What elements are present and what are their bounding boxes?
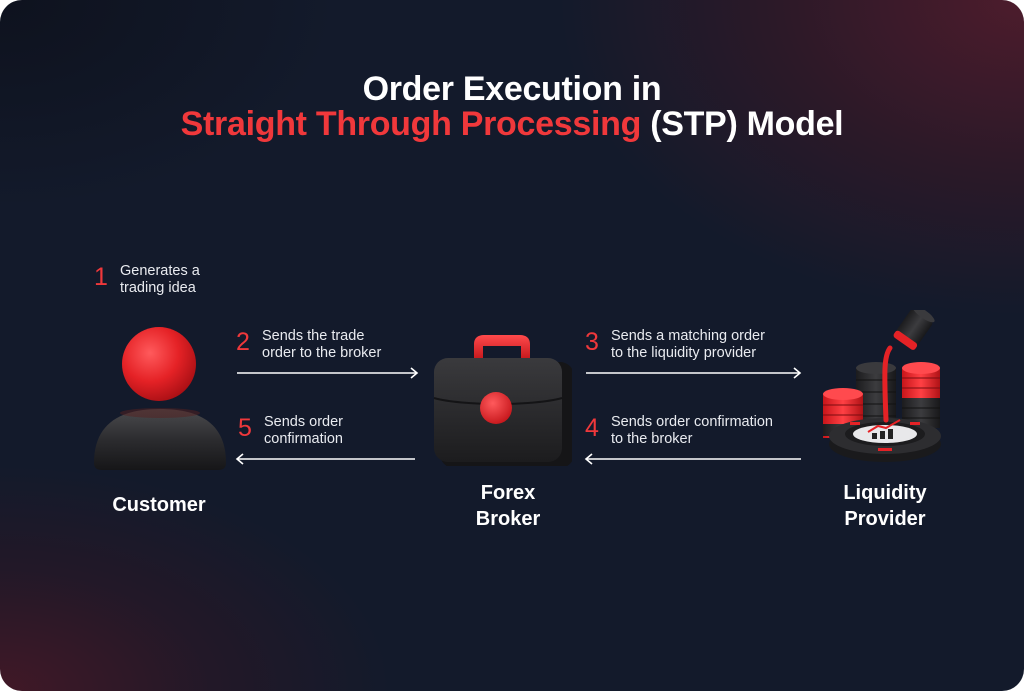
step-3: 3 Sends a matching order to the liquidit… (585, 327, 765, 362)
step-text: Sends order confirmation to the broker (611, 414, 773, 447)
person-icon (94, 327, 226, 470)
step-text: Generates a trading idea (120, 263, 200, 296)
title-rest: (STP) Model (641, 105, 844, 143)
step-text: Sends order confirmation (264, 414, 343, 447)
title-line-2: Straight Through Processing (STP) Model (0, 105, 1024, 144)
step-number: 5 (238, 414, 252, 442)
arrow-left-icon (235, 453, 415, 465)
step-number: 3 (585, 328, 599, 356)
node-label-liquidity-provider: Liquidity Provider (843, 482, 927, 530)
title-text: Order Execution in (362, 70, 662, 108)
title-line-1: Order Execution in (0, 70, 1024, 109)
node-label-customer: Customer (112, 494, 206, 516)
step-4: 4 Sends order confirmation to the broker (585, 413, 773, 448)
arrow-right-icon (237, 367, 419, 379)
step-5: 5 Sends order confirmation (238, 413, 343, 448)
title-highlight: Straight Through Processing (180, 105, 642, 143)
step-2: 2 Sends the trade order to the broker (236, 327, 381, 362)
arrow-right-icon (586, 367, 802, 379)
step-number: 2 (236, 328, 250, 356)
briefcase-icon (433, 335, 572, 466)
step-text: Sends the trade order to the broker (262, 328, 382, 361)
step-text: Sends a matching order to the liquidity … (611, 328, 765, 361)
node-label-forex-broker: Forex Broker (475, 482, 541, 530)
coins-liquidity-icon (823, 310, 941, 462)
arrow-left-icon (584, 453, 801, 465)
step-number: 4 (585, 414, 599, 442)
step-1: 1 Generates a trading idea (94, 262, 200, 297)
step-number: 1 (94, 263, 108, 291)
